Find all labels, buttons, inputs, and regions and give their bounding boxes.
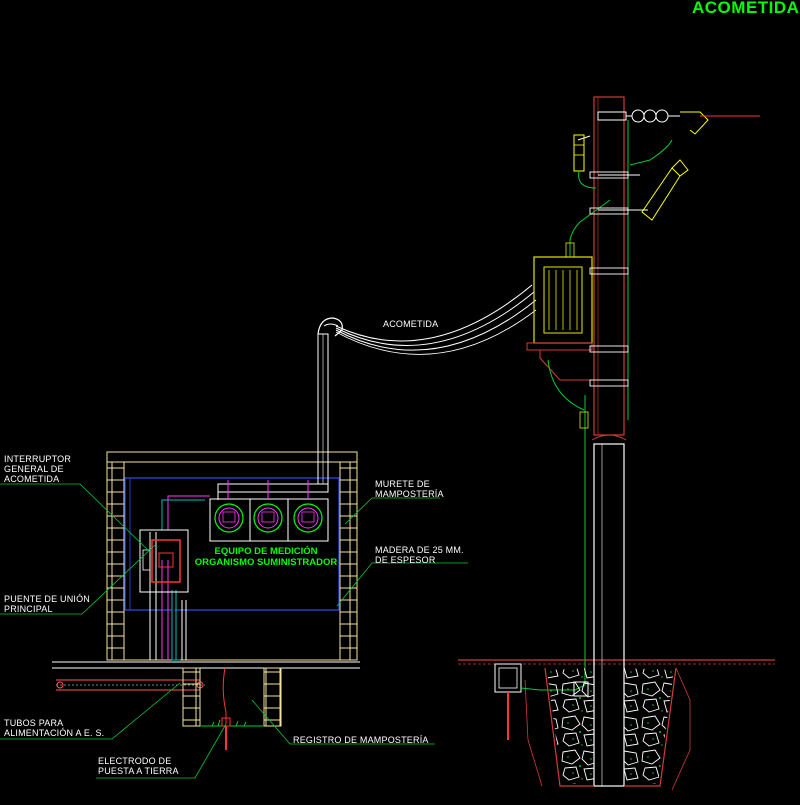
madera-label: MADERA DE 25 MM. DE ESPESOR [375, 545, 464, 565]
acometida-wire-text: ACOMETIDA [383, 319, 439, 329]
equipo-label: EQUIPO DE MEDICIÓN ORGANISMO SUMINISTRAD… [186, 546, 346, 568]
meter-1 [214, 503, 244, 533]
main-breaker [139, 529, 189, 593]
ground-electrode [211, 667, 247, 750]
crossarm [577, 109, 760, 141]
tubos-line-1: TUBOS PARA [4, 718, 64, 728]
service-mast [317, 317, 343, 485]
pole-clamps [589, 171, 629, 387]
madera-line-1: MADERA DE 25 MM. [375, 545, 464, 555]
ground-surface [52, 659, 775, 669]
meter-3 [293, 503, 323, 533]
meter-2 [253, 503, 283, 533]
interruptor-label: INTERRUPTOR GENERAL DE ACOMETIDA [4, 454, 71, 484]
equipo-line-2: ORGANISMO SUMINISTRADOR [194, 557, 338, 568]
puente-line-1: PUENTE DE UNIÓN [4, 594, 91, 604]
electrodo-line-1: ELECTRODO DE [98, 756, 172, 766]
transformer [526, 199, 611, 429]
masonry-register [182, 667, 282, 727]
fuse-cutout [573, 134, 689, 221]
leader-lines [0, 483, 468, 779]
drawing-title: ACOMETIDA [692, 0, 800, 17]
wood-backboard [124, 477, 340, 611]
puente-label: PUENTE DE UNIÓN PRINCIPAL [4, 594, 90, 614]
registro-text: REGISTRO DE MAMPOSTERÍA [293, 735, 429, 745]
madera-line-2: DE ESPESOR [375, 555, 436, 565]
internal-conduit [149, 483, 329, 661]
pole-ground-register [494, 663, 589, 740]
acometida-wire-label: ACOMETIDA [383, 319, 438, 329]
registro-label: REGISTRO DE MAMPOSTERÍA [293, 735, 429, 745]
murete-label: MURETE DE MAMPOSTERÍA [375, 479, 444, 499]
equipo-line-1: EQUIPO DE MEDICIÓN [214, 546, 318, 557]
interruptor-line-2: GENERAL DE [4, 464, 64, 474]
puente-line-2: PRINCIPAL [4, 604, 53, 614]
pole-excavation [524, 667, 691, 791]
interruptor-line-3: ACOMETIDA [4, 474, 60, 484]
murete-line-1: MURETE DE [375, 479, 430, 489]
electrodo-line-2: PUESTA A TIERRA [98, 766, 179, 776]
tubos-label: TUBOS PARA ALIMENTACIÓN A E. S. [4, 718, 104, 738]
tubos-line-2: ALIMENTACIÓN A E. S. [4, 728, 105, 738]
masonry-wall [106, 451, 358, 661]
utility-pole [540, 96, 629, 787]
meter-bases [209, 480, 329, 542]
murete-line-2: MAMPOSTERÍA [375, 489, 444, 499]
service-drop-cables [335, 284, 537, 355]
interruptor-line-1: INTERRUPTOR [4, 454, 72, 464]
electrodo-label: ELECTRODO DE PUESTA A TIERRA [98, 756, 179, 776]
